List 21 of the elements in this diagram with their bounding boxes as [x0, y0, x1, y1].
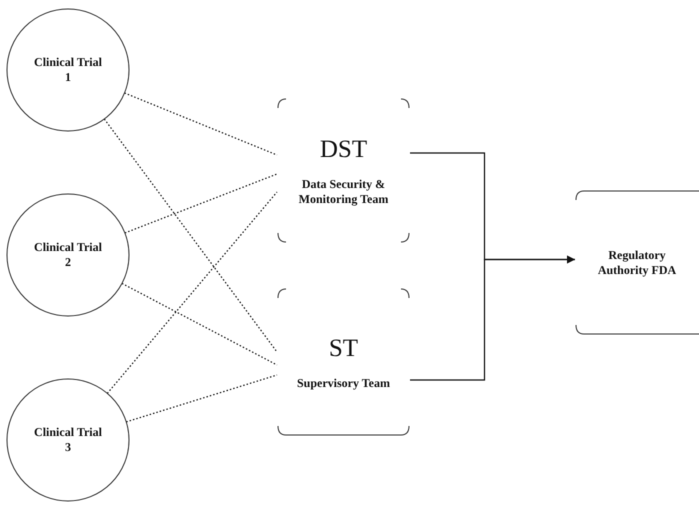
dotted-line: [124, 173, 278, 234]
dotted-line: [104, 118, 278, 352]
node-label: Regulatory Authority FDA: [596, 248, 678, 278]
dotted-line: [122, 282, 278, 366]
team-box: [575, 190, 699, 335]
trial-circle: [6, 378, 130, 502]
team-acronym: DST: [320, 134, 368, 165]
node-label: Supervisory Team: [296, 376, 390, 392]
trial-circle: [6, 193, 130, 317]
team-acronym: ST: [328, 334, 358, 364]
node-label: Clinical Trial 2: [33, 240, 103, 270]
dotted-line: [106, 192, 278, 394]
dotted-line: [126, 374, 278, 422]
trial-circle: [6, 8, 130, 132]
node-label: Data Security & Monitoring Team: [298, 177, 390, 208]
dotted-line: [124, 92, 278, 156]
arrow: [410, 256, 575, 381]
node-label: Clinical Trial 1: [33, 55, 103, 85]
node-label: Clinical Trial 3: [33, 425, 103, 455]
team-box: [277, 288, 410, 436]
team-box: [277, 98, 410, 243]
